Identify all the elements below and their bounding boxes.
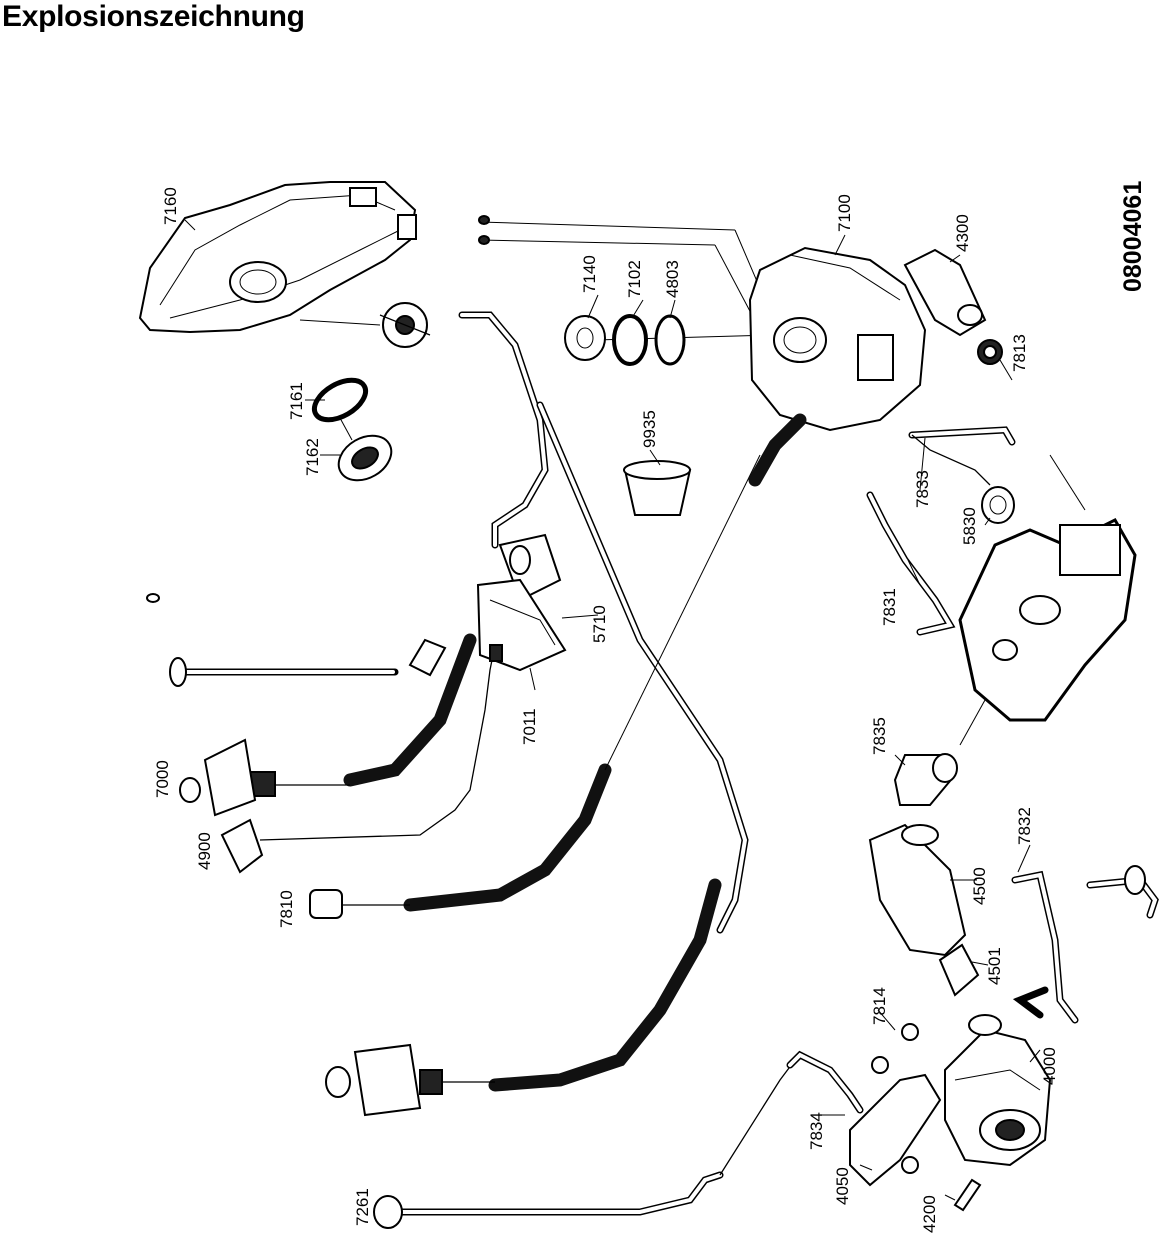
- label-7161: 7161: [287, 382, 306, 420]
- part-4050-heater-duct: [849, 1073, 942, 1187]
- label-7814: 7814: [870, 987, 889, 1025]
- part-7161-7162-seal-filter: [311, 377, 393, 482]
- part-7831-hose: [866, 491, 956, 636]
- page-title: Explosionszeichnung: [2, 0, 305, 33]
- part-flow-sensor: [379, 302, 431, 348]
- part-7160-frame: [138, 181, 417, 334]
- part-7810-drain-hose: [309, 454, 761, 919]
- label-7011: 7011: [520, 708, 539, 745]
- part-4200-pin: [953, 1178, 982, 1212]
- part-4900-power-cable: [220, 644, 496, 874]
- label-7834: 7834: [807, 1112, 826, 1150]
- part-inlet-hose: [179, 633, 477, 817]
- part-elbow-right: [1086, 865, 1159, 919]
- label-4300: 4300: [953, 214, 972, 252]
- label-4500: 4500: [970, 867, 989, 905]
- part-4501-housing: [938, 943, 980, 997]
- part-sump: [958, 454, 1137, 746]
- part-7835-elbow: [893, 753, 958, 806]
- label-7261: 7261: [353, 1188, 372, 1226]
- part-long-drain-pipe: [536, 401, 749, 934]
- part-4000-circulation-pump: [944, 1014, 1052, 1167]
- label-7000: 7000: [153, 760, 172, 798]
- label-5830: 5830: [960, 507, 979, 545]
- label-7835: 7835: [870, 717, 889, 755]
- label-7160: 7160: [161, 187, 180, 225]
- part-5830-sensor: [981, 486, 1015, 524]
- label-4050: 4050: [833, 1167, 852, 1205]
- label-7833: 7833: [913, 470, 932, 508]
- part-7833-hose: [908, 426, 1016, 486]
- label-7831: 7831: [880, 588, 899, 626]
- label-7100: 7100: [835, 194, 854, 232]
- part-7814-caps: [871, 1023, 919, 1174]
- part-9935-funnel: [623, 460, 692, 516]
- label-7813: 7813: [1010, 334, 1029, 372]
- part-7140-cap: [564, 315, 606, 361]
- part-7100-softener: [748, 246, 927, 432]
- part-7261-spray-arm-hose: [373, 1059, 796, 1229]
- part-7102-ring: [612, 314, 648, 366]
- part-softener-drain-hose: [748, 413, 807, 487]
- part-number-labels: 7160 7161 7162 7000 4900 7810 7261 7011 …: [153, 187, 1059, 1233]
- label-7162: 7162: [303, 438, 322, 476]
- label-7140: 7140: [580, 255, 599, 293]
- label-9935: 9935: [640, 410, 659, 448]
- part-lower-corrugated-hose: [325, 878, 722, 1117]
- label-4200: 4200: [920, 1195, 939, 1233]
- document-number: 08004061: [1119, 181, 1147, 292]
- label-4900: 4900: [195, 832, 214, 870]
- part-7832-hose: [1011, 870, 1079, 1024]
- part-long-tube: [458, 311, 549, 549]
- label-4803: 4803: [663, 260, 682, 298]
- part-4803-gasket: [654, 314, 686, 366]
- part-7834-hose: [786, 1050, 864, 1114]
- label-4000: 4000: [1040, 1047, 1059, 1085]
- label-4501: 4501: [985, 947, 1004, 985]
- leader-lines: [184, 219, 1041, 1201]
- part-water-supply-hose: [169, 638, 447, 687]
- part-small-screw: [146, 593, 160, 603]
- label-5710: 5710: [590, 605, 609, 643]
- part-7813-seal: [977, 339, 1003, 365]
- part-4500-drain-pump: [868, 823, 967, 957]
- label-7810: 7810: [277, 890, 296, 928]
- label-7832: 7832: [1015, 807, 1034, 845]
- part-4300-valve: [903, 248, 987, 337]
- part-7011-control-board: [476, 578, 567, 672]
- label-7102: 7102: [625, 260, 644, 298]
